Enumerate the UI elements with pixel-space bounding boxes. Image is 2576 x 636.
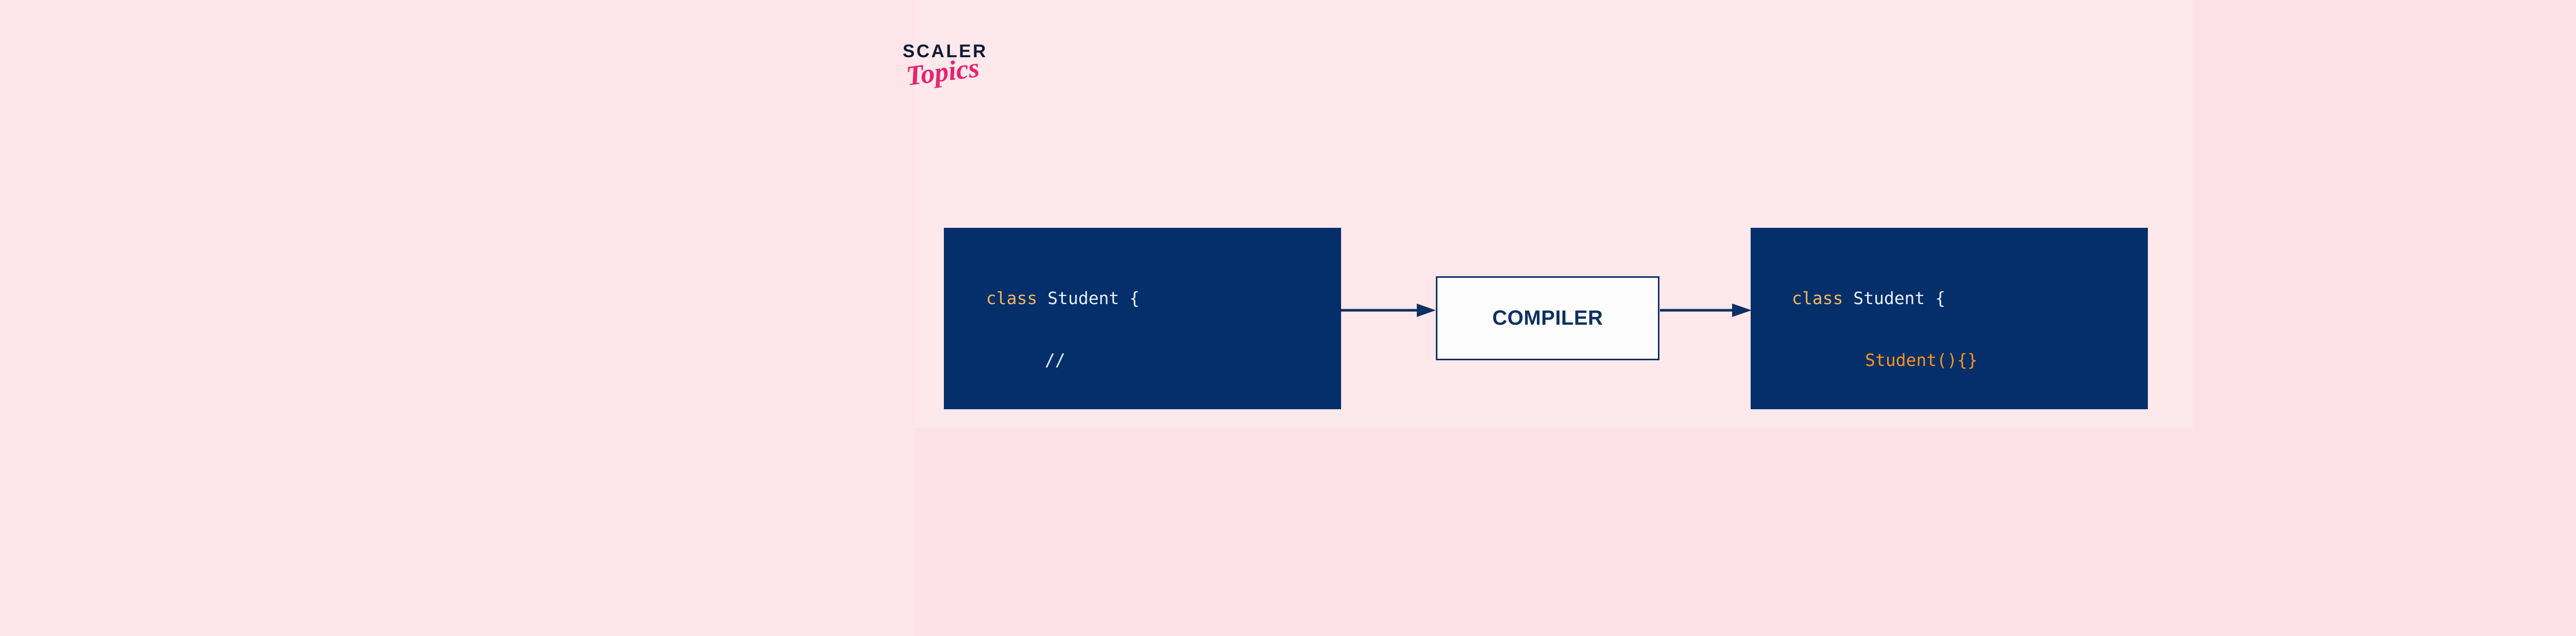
source-code-box: class Student { // } — [944, 228, 1341, 409]
code-line: class Student { — [944, 288, 1341, 309]
source-code-lines: class Student { // } — [944, 247, 1341, 409]
compiler-box: COMPILER — [1436, 276, 1659, 360]
code-token-keyword: class — [1792, 288, 1854, 308]
code-line: class Student { — [1751, 288, 2148, 309]
code-token-keyword: class — [986, 288, 1048, 308]
compiled-output-lines: class Student { Student(){} } — [1751, 247, 2148, 409]
compiled-output-box: class Student { Student(){} } — [1751, 228, 2148, 409]
code-line: Student(){} — [1751, 350, 2148, 371]
code-token-plain: Student { — [1853, 288, 1946, 308]
arrow-compiler-to-output — [1660, 304, 1752, 317]
code-token-plain: Student { — [1047, 288, 1140, 308]
background-panel-left — [0, 0, 915, 636]
code-line: // — [944, 350, 1341, 371]
arrow-source-to-compiler — [1341, 304, 1436, 317]
compiler-label: COMPILER — [1492, 307, 1603, 329]
code-token-comment: // — [1045, 350, 1065, 370]
logo-wordmark-scaler: SCALER — [903, 41, 988, 61]
code-token-constructor: Student(){} — [1865, 350, 1978, 370]
scaler-topics-logo: SCALER Topics — [903, 41, 1067, 92]
